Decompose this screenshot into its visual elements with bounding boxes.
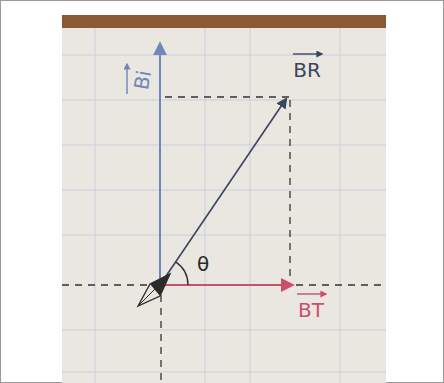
y-axis <box>160 295 161 383</box>
vector-bt <box>160 284 292 286</box>
projection-line <box>165 96 290 97</box>
projection-line <box>289 100 290 280</box>
vector-overarrow <box>297 293 326 294</box>
wood-edge <box>62 15 386 28</box>
photo <box>62 15 386 383</box>
vector-overarrow <box>293 53 322 54</box>
angle-label: θ <box>197 252 209 276</box>
vector-label: BT <box>298 298 324 322</box>
angle-arc <box>176 262 188 285</box>
vector-overarrow <box>126 64 127 94</box>
vector-label: Bi <box>130 68 157 91</box>
compass-needle <box>138 274 170 306</box>
grid-lines <box>62 28 386 383</box>
vector-br <box>160 99 286 285</box>
vector-bi <box>159 44 161 285</box>
x-axis <box>62 284 386 285</box>
vector-label: BR <box>293 58 321 82</box>
grid-paper <box>62 15 386 383</box>
